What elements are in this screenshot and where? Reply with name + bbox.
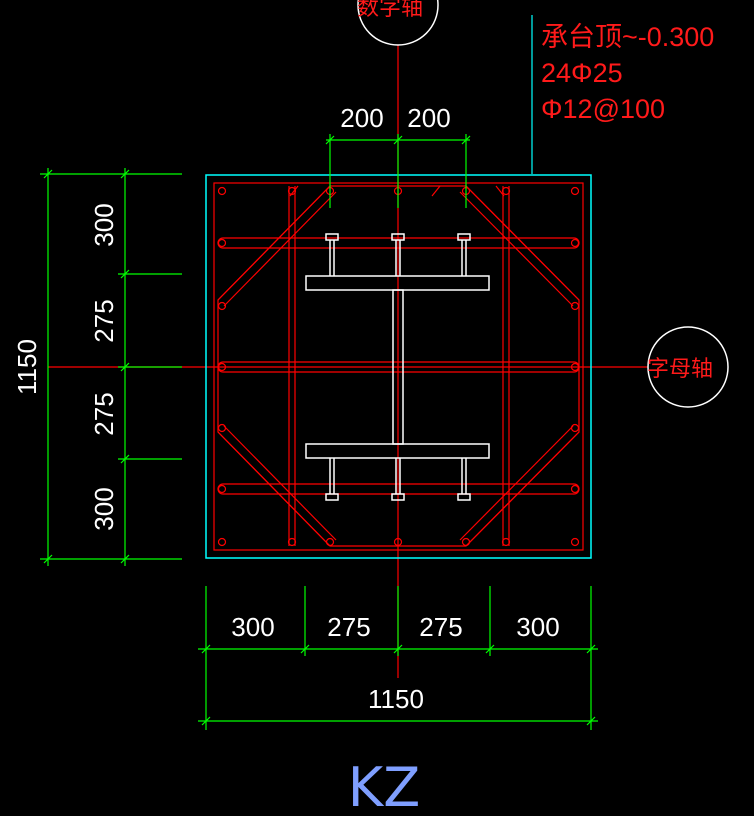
top-axis-bubble: 数字轴 [357,0,439,46]
dim-bottom-total: 1150 [368,684,424,714]
diag-bl-2 [223,425,337,541]
right-axis-label: 字母轴 [647,356,713,381]
web [392,289,404,445]
hook-top-3 [495,185,505,197]
dim-left-seg-1: 300 [89,203,119,246]
dim-left-total: 1150 [12,339,42,395]
annotation: 承台顶~-0.300 24Φ25 Φ12@100 [531,15,714,174]
dim-top-right: 200 [407,103,450,133]
diag-tl [217,185,331,301]
diag-bl [217,431,331,547]
steel-h-section [305,233,490,501]
diag-tr [465,185,580,301]
right-axis-bubble: 字母轴 [647,326,729,408]
annotation-line-3: Φ12@100 [541,94,665,124]
dim-left-seg-3: 275 [89,392,119,435]
drawing-title: KZ [348,756,420,816]
hook-top-2 [431,185,441,197]
dim-bottom-seg-1: 300 [231,612,274,642]
rebar-bars [217,186,580,547]
diag-tr-2 [459,191,574,307]
annotation-line-1: 承台顶~-0.300 [541,22,714,52]
dim-bottom-seg-2: 275 [327,612,370,642]
dim-bottom-seg-4: 300 [516,612,559,642]
dim-bottom-seg-3: 275 [419,612,462,642]
top-axis-label: 数字轴 [357,0,423,20]
dim-left-seg-2: 275 [89,299,119,342]
dim-left-seg-4: 300 [89,487,119,530]
dim-top-left: 200 [340,103,383,133]
dimension-texts: 200 200 1150 300 275 275 300 300 275 275… [12,103,560,714]
diag-tl-2 [223,191,337,307]
dimension-lines [40,134,598,730]
diag-br [465,431,580,547]
diag-br-2 [459,425,574,541]
annotation-line-2: 24Φ25 [541,58,623,88]
